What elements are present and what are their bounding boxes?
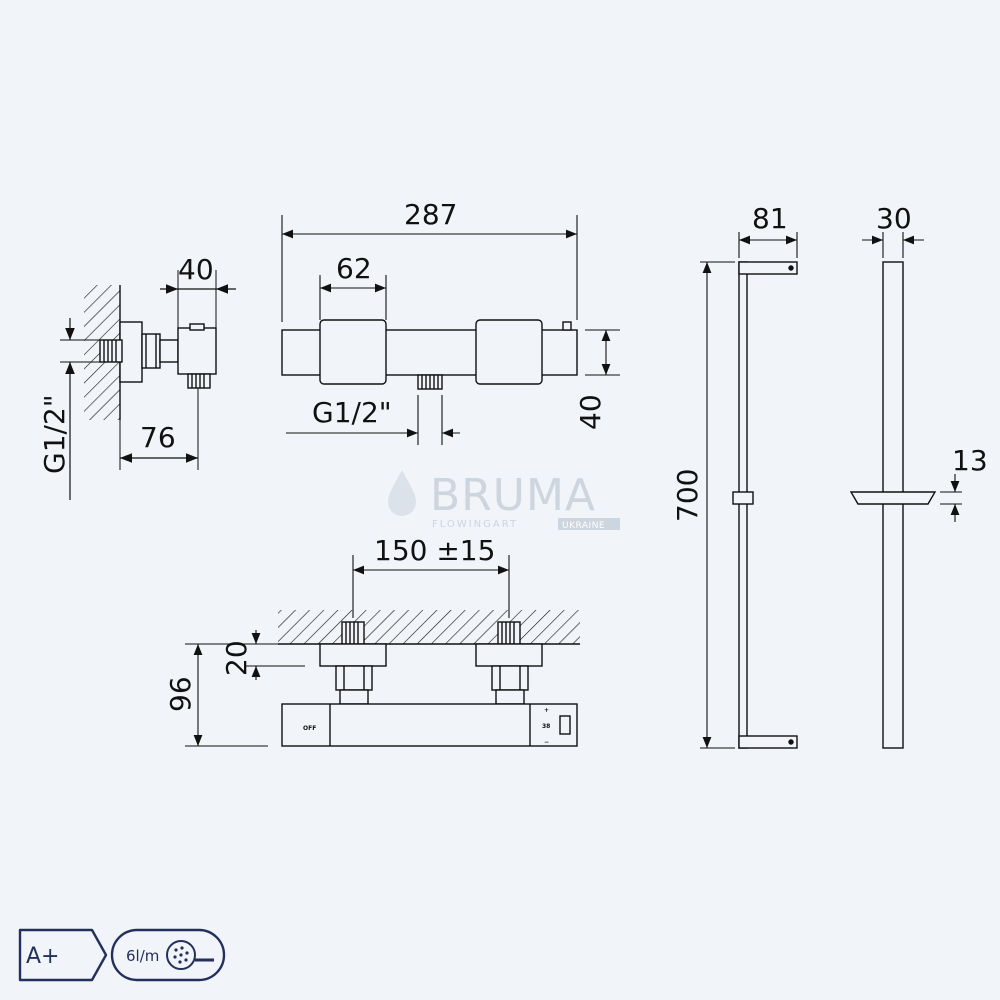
drop-icon [388,470,416,516]
dim-rail-length: 700 [671,469,704,522]
watermark-tag: UKRAINE [562,521,605,531]
front-view [281,319,578,390]
watermark-brand: BRUMA [430,470,596,521]
top-view [278,610,580,747]
dim-inlet-thread-left: G1/2" [38,394,71,474]
dim-outlet-thread: G1/2" [312,396,392,429]
watermark-sub: FLOWINGART [432,519,518,530]
dim-rail-width: 30 [876,202,912,235]
rail-side-dimensions [862,232,962,522]
dim-body-length: 287 [404,198,457,231]
energy-badge: A+ [18,928,108,982]
label-off: OFF [303,725,316,732]
dim-inlet-spacing: 150 ±15 [374,534,495,567]
label-minus: − [544,739,549,746]
dim-handle-width: 62 [336,252,372,285]
dim-total-depth: 96 [164,676,197,712]
flow-badge: 6l/m [110,928,226,982]
label-temp: 38 [542,723,550,730]
shower-head-icon [166,940,214,970]
front-view-dimensions [281,215,620,445]
rail-side-view [849,261,937,749]
energy-class: A+ [26,944,59,969]
dim-inlet-center: 40 [178,253,214,286]
label-plus: + [544,707,549,714]
dim-body-height: 40 [574,394,607,430]
dim-rail-offset: 81 [752,202,788,235]
top-view-dimensions [185,555,510,747]
side-view [60,270,217,470]
side-view-dimensions [65,284,236,500]
dim-holder-thickness: 13 [952,444,988,477]
dim-eccentric-depth: 20 [220,640,253,676]
dim-wall-depth: 76 [140,421,176,454]
watermark: BRUMA FLOWINGART UKRAINE [388,470,620,531]
flow-rate: 6l/m [126,947,159,965]
rail-front-dimensions [700,232,798,749]
rail-front-view [732,261,798,749]
